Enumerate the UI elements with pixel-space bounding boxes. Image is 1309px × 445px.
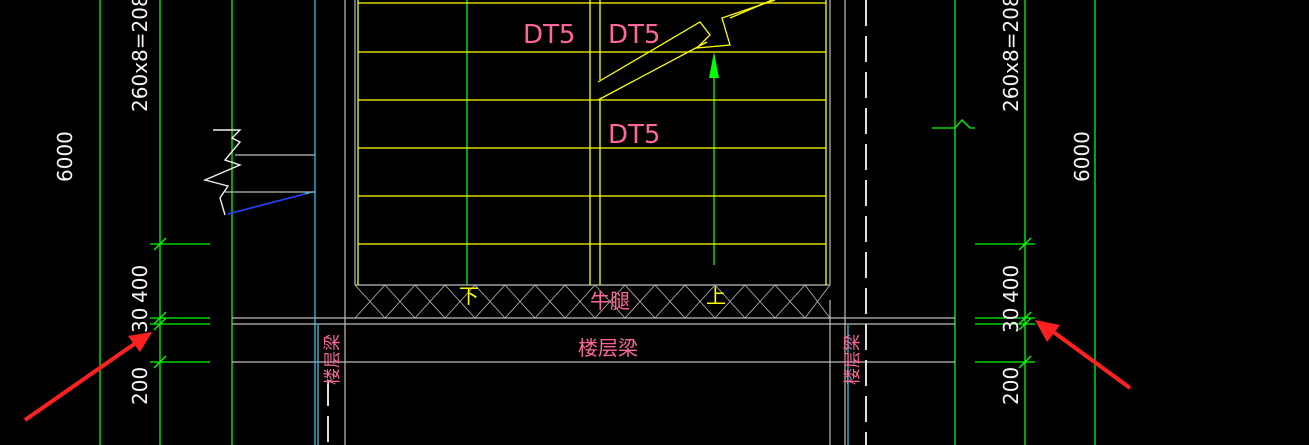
hatch-line [624, 284, 656, 319]
hatch-line [534, 284, 566, 319]
hatch-line [654, 284, 686, 319]
hatch-line [594, 284, 626, 319]
blue-diagonal [227, 193, 306, 215]
label-dt5-a: DT5 [523, 20, 575, 50]
hatched-corbel [354, 284, 831, 319]
label-dt5-c: DT5 [608, 120, 660, 150]
cyan-lines [227, 0, 849, 445]
dim-260-right: 260x8=2080 [999, 0, 1023, 112]
annotation-arrow-left [23, 332, 152, 422]
label-floor-beam: 楼层梁 [578, 336, 638, 360]
break-line-left [202, 129, 242, 216]
label-down: 下 [459, 284, 479, 308]
dim-200-right: 200 [999, 367, 1023, 405]
hatch-line [414, 284, 446, 319]
hatch-line [714, 284, 746, 319]
dim-200-left: 200 [128, 367, 152, 405]
dim-30-left: 30 [128, 308, 152, 333]
label-up: 上 [706, 284, 726, 308]
label-floor-beam-left: 楼层梁 [323, 334, 343, 385]
dim-260-left: 260x8=2080 [128, 0, 152, 112]
hatch-line [444, 284, 476, 319]
label-beam-cow: 牛腿 [590, 289, 630, 313]
annotation-arrow-right [1035, 320, 1132, 390]
dashed-axis-lines [327, 0, 867, 445]
hatch-line [804, 284, 831, 319]
dim-30-right: 30 [999, 308, 1023, 333]
dim-400-left: 400 [128, 265, 152, 303]
label-floor-beam-right: 楼层梁 [843, 334, 863, 385]
hatch-line [684, 284, 716, 319]
dim-6000-left: 6000 [53, 131, 77, 182]
hatch-line [774, 284, 806, 319]
hatch-line [744, 284, 776, 319]
dim-6000-right: 6000 [1070, 131, 1094, 182]
green-grid-lines [99, 0, 1096, 445]
hatch-line [384, 284, 416, 319]
label-dt5-b: DT5 [608, 20, 660, 50]
hatch-line [354, 284, 386, 319]
dim-400-right: 400 [999, 265, 1023, 303]
hatch-line [564, 284, 596, 319]
stair-treads [357, 0, 827, 285]
wall-and-beam-lines [225, 0, 955, 445]
hatch-line [474, 284, 506, 319]
hatch-line [504, 284, 536, 319]
